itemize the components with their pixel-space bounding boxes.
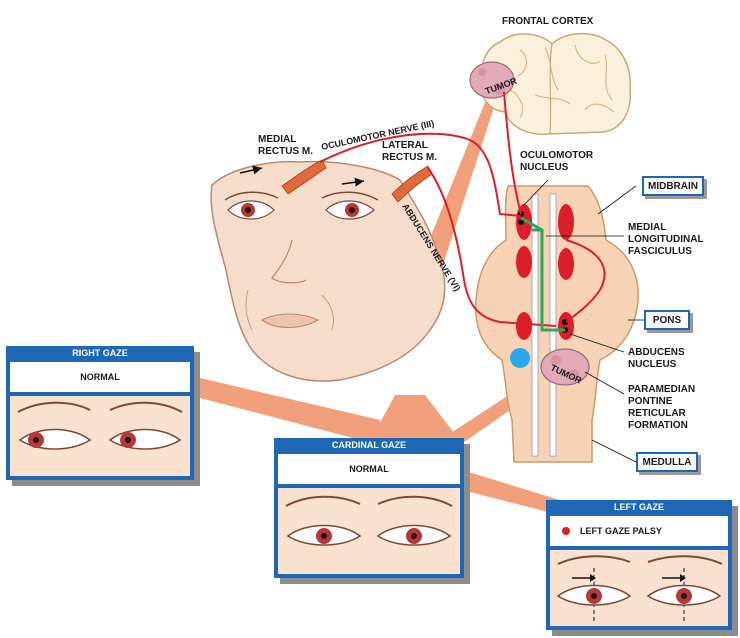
right-gaze-title: RIGHT GAZE [72, 348, 128, 358]
medial-rectus-muscle [281, 159, 327, 195]
leader-abducens-nucleus [569, 333, 625, 353]
label-frontal-cortex: FRONTAL CORTEX [502, 16, 594, 27]
pons-label: PONS [644, 310, 690, 330]
left-gaze-status: LEFT GAZE PALSY [580, 526, 662, 536]
right-gaze-eyes [10, 396, 190, 476]
label-mlf-3: FASCICULUS [628, 246, 692, 257]
beam-cardinal-to-left-gaze [462, 470, 560, 515]
left-gaze-eyes [550, 550, 728, 626]
face-left-eye [224, 191, 279, 220]
beam-face-to-right-gaze [200, 378, 380, 445]
abducens-nerve-path [427, 167, 557, 327]
label-pprf-3: RETICULAR [628, 408, 687, 419]
midbrain-label: MIDBRAIN [642, 176, 704, 196]
cardinal-gaze-status: NORMAL [278, 454, 460, 484]
label-oculomotor-nucleus-2: NUCLEUS [520, 162, 569, 173]
left-gaze-status-row: LEFT GAZE PALSY [550, 516, 728, 546]
face-arrow-right [341, 177, 365, 187]
right-gaze-panel: RIGHT GAZE NORMAL [6, 346, 194, 480]
left-gaze-panel: LEFT GAZE LEFT GAZE PALSY [546, 500, 732, 630]
label-abducens-nucleus-1: ABDUCENS [628, 347, 685, 358]
tumor-cortex [469, 61, 515, 99]
corticobulbar-tract [503, 91, 522, 215]
palsy-dot-icon [562, 527, 570, 535]
label-pprf-2: PONTINE [628, 396, 673, 407]
label-medial-rectus-1: MEDIAL [258, 134, 296, 145]
label-pprf-1: PARAMEDIAN [628, 384, 695, 395]
face-right-eye [321, 191, 379, 220]
beam-to-cardinal [372, 395, 458, 438]
leader-midbrain [597, 185, 637, 215]
medulla-label: MEDULLA [636, 452, 698, 472]
leader-oculomotor-nucleus [522, 179, 549, 207]
left-gaze-title: LEFT GAZE [614, 502, 664, 512]
label-abducens-nucleus-2: NUCLEUS [628, 359, 677, 370]
label-lateral-rectus-2: RECTUS M. [382, 152, 437, 163]
label-lateral-rectus-1: LATERAL [382, 140, 428, 151]
face [210, 160, 446, 382]
leader-medulla [591, 439, 637, 463]
brainstem [475, 185, 639, 463]
label-medial-rectus-2: RECTUS M. [258, 146, 313, 157]
label-pprf-4: FORMATION [628, 420, 688, 431]
medial-longitudinal-fasciculus [520, 216, 565, 332]
crossing-path [565, 239, 606, 323]
tumor-pons [540, 348, 590, 386]
label-mlf-1: MEDIAL [628, 222, 666, 233]
label-oculomotor-nucleus-1: OCULOMOTOR [520, 150, 594, 161]
leader-pprf [584, 371, 625, 395]
oculomotor-nerve-path [319, 132, 522, 217]
cardinal-gaze-panel: CARDINAL GAZE NORMAL [274, 438, 464, 578]
label-mlf-2: LONGITUDINAL [628, 234, 704, 245]
right-gaze-status: NORMAL [10, 362, 190, 392]
face-arrow-left [239, 165, 263, 175]
brainstem-nuclei [510, 204, 574, 368]
cardinal-gaze-eyes [278, 488, 460, 574]
cardinal-gaze-title: CARDINAL GAZE [331, 440, 407, 450]
